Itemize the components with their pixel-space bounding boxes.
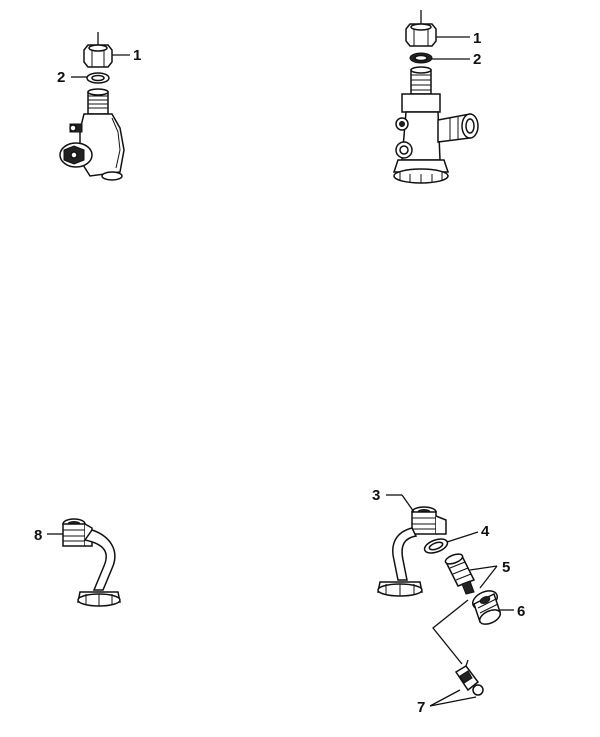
callout-label-1: 1 (133, 47, 141, 64)
leader-line (401, 494, 415, 513)
washer-part-2 (86, 72, 110, 84)
nozzle-body-part-5 (444, 553, 476, 595)
valve-assembly-b: 1 2 (392, 10, 481, 184)
leader-line (429, 696, 477, 707)
threaded-stem (87, 88, 109, 115)
nut-part-6 (471, 590, 502, 625)
hex-nut-part-1 (83, 44, 113, 68)
hex-nut-part-1 (405, 23, 437, 47)
bent-tube (392, 527, 418, 581)
nozzle-tip-part-7 (454, 659, 484, 696)
callout-label-1: 1 (473, 30, 481, 47)
assembly-guide-line (432, 599, 469, 665)
flange-nut (377, 581, 423, 597)
callout-label-2: 2 (57, 69, 65, 86)
valve-assembly-a: 1 2 (57, 32, 141, 181)
callout-label-4: 4 (481, 523, 490, 540)
callout-label-3: 3 (372, 487, 380, 504)
control-knob (59, 142, 93, 168)
callout-label-5: 5 (502, 559, 510, 576)
washer-part-2 (409, 52, 433, 64)
callout-label-6: 6 (517, 603, 525, 620)
threaded-stem (410, 66, 432, 95)
callout-label-2: 2 (473, 51, 481, 68)
flange-nut (77, 591, 121, 607)
leader-line (479, 565, 498, 589)
pipe-assembly-d: 3 4 5 6 7 (372, 487, 525, 716)
pipe-assembly-c: 8 (34, 518, 121, 607)
callout-label-7: 7 (417, 699, 425, 716)
leader-line (469, 565, 498, 571)
leader-line (446, 531, 479, 543)
bent-tube (83, 529, 116, 591)
callout-label-8: 8 (34, 527, 42, 544)
o-ring-part-4 (423, 538, 449, 554)
pipe-fitting-part-8 (62, 518, 93, 547)
pipe-fitting-part-3 (411, 506, 447, 535)
valve-body (392, 93, 479, 184)
leader-line (429, 689, 461, 707)
